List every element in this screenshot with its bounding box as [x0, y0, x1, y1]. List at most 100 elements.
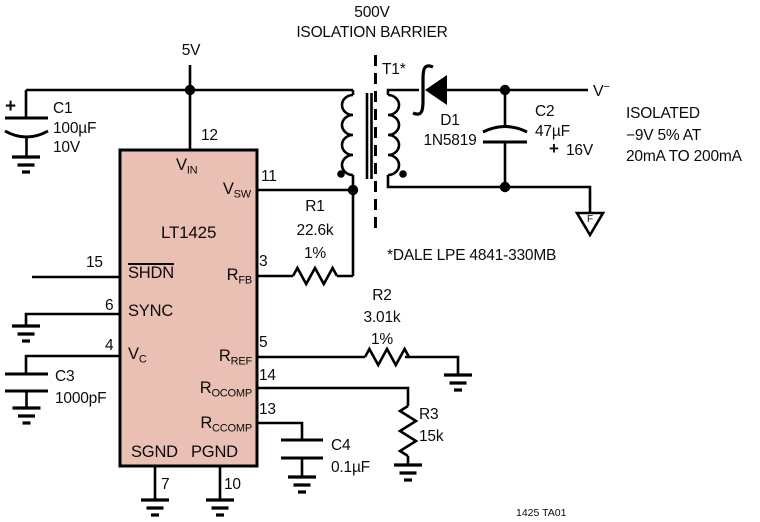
r1-value: 22.6k: [296, 221, 334, 239]
primary-phase-dot: [337, 170, 345, 178]
r2-name: R2: [372, 287, 392, 304]
ic-part-number: LT1425: [161, 223, 217, 242]
r3-value: 15k: [419, 428, 444, 445]
output-line-3: 20mA TO 200mA: [626, 148, 742, 165]
c1-rating: 10V: [53, 139, 80, 156]
transformer-note: *DALE LPE 4841-330MB: [387, 247, 557, 264]
c1-plate-curved: [4, 129, 49, 139]
r1-name: R1: [305, 198, 325, 215]
transformer-t1: [337, 93, 407, 179]
ic-pin-label-shdn: SHDN: [128, 263, 174, 284]
isolation-barrier-title: 500V ISOLATION BARRIER: [272, 3, 472, 43]
c2-plate-curved: [482, 125, 528, 134]
schottky-cathode-icon: [412, 64, 434, 116]
t1-label: T1*: [382, 61, 406, 78]
pin-number-10: 10: [224, 476, 241, 493]
c2-name: C2: [535, 103, 555, 120]
ic-pin-label-rccomp: RCCOMP: [200, 414, 252, 439]
pin-number-5: 5: [259, 334, 268, 351]
pin-number-3: 3: [259, 253, 268, 270]
rccomp-base: R: [200, 414, 213, 432]
pin-number-11: 11: [261, 168, 277, 185]
pin-number-14: 14: [259, 367, 276, 384]
transformer-core: [365, 93, 373, 179]
ground-symbol-c4: [286, 475, 318, 494]
capacitor-c2: [482, 125, 528, 144]
pin-number-15: 15: [86, 254, 103, 271]
r2-tolerance: 1%: [370, 331, 393, 348]
rccomp-sub: CCOMP: [212, 422, 252, 435]
c4-labels: C4 0.1µF: [331, 435, 370, 478]
d1-value: 1N5819: [423, 131, 477, 149]
barrier-text: ISOLATION BARRIER: [296, 24, 448, 41]
ground-symbol-c1: [10, 155, 42, 174]
c4-value: 0.1µF: [331, 458, 370, 476]
c1-labels: C1 100µF 10V: [53, 99, 96, 158]
c2-polarity-plus: +: [549, 139, 559, 158]
c2-labels: C2 47µF: [535, 102, 570, 141]
c4-name: C4: [331, 437, 351, 454]
junction-dot: [499, 84, 511, 96]
ground-symbol-r2: [442, 373, 474, 392]
secondary-phase-dot: [399, 170, 407, 178]
c1-polarity-plus: +: [5, 96, 17, 117]
primary-winding: [340, 93, 354, 177]
r1-labels: R1 22.6k 1%: [285, 195, 345, 266]
floating-ground-icon: [574, 211, 606, 238]
vsw-sub: SW: [233, 188, 252, 201]
ground-symbol-c3: [10, 406, 43, 425]
capacitor-c3: [5, 372, 48, 393]
resistor-r3: [397, 404, 419, 458]
pin-number-7: 7: [161, 476, 170, 493]
ground-symbol-sgnd: [139, 498, 171, 517]
ic-pin-label-vc: VC: [128, 345, 147, 370]
r3-labels: R3 15k: [419, 404, 444, 448]
rocomp-sub: OCOMP: [211, 387, 252, 400]
r2-value: 3.01k: [363, 309, 401, 326]
junction-dot: [347, 184, 359, 196]
secondary-winding: [387, 93, 401, 177]
vin-sub: IN: [186, 164, 198, 177]
vc-sub: C: [138, 353, 147, 366]
rfb-sub: FB: [238, 274, 252, 287]
c3-labels: C3 1000pF: [55, 366, 107, 409]
ic-pin-label-pgnd: PGND: [191, 443, 238, 461]
vin-base: V: [176, 156, 187, 174]
ic-pin-label-sync: SYNC: [128, 302, 174, 320]
c3-plates: [5, 372, 48, 393]
ground-symbol-pgnd: [204, 498, 236, 517]
junction-dot: [184, 84, 196, 96]
diode-d1: [412, 64, 447, 116]
ground-symbol-r3: [392, 463, 424, 482]
ic-pin-label-rfb: RFB: [227, 266, 253, 291]
v-minus-label: V−: [593, 78, 610, 102]
rref-sub: REF: [230, 355, 253, 368]
rref-base: R: [218, 347, 231, 365]
figure-id: 1425 TA01: [516, 507, 567, 519]
d1-name: D1: [440, 112, 460, 129]
junction-dot: [499, 181, 511, 193]
r2-labels: R2 3.01k 1%: [351, 285, 413, 351]
capacitor-c4: [281, 438, 323, 460]
pin-number-13: 13: [259, 401, 276, 418]
pin-number-6: 6: [105, 297, 114, 314]
capacitor-c1: [4, 116, 49, 139]
ic-pin-label-sgnd: SGND: [131, 443, 178, 461]
pin-number-12: 12: [201, 127, 218, 144]
resistor-r2: [363, 346, 411, 368]
output-line-2: −9V 5% AT: [626, 126, 702, 144]
c3-value: 1000pF: [55, 389, 107, 407]
diode-triangle: [425, 75, 447, 105]
c1-value: 100µF: [53, 119, 97, 137]
vc-base: V: [128, 345, 139, 363]
c2-value: 47µF: [535, 122, 570, 140]
c3-name: C3: [55, 368, 75, 385]
floating-ground-letter: F: [587, 214, 593, 225]
vsw-base: V: [222, 180, 234, 198]
ic-body: [118, 148, 259, 468]
ic-pin-label-vsw: VSW: [223, 180, 251, 205]
ic-pin-label-rocomp: ROCOMP: [200, 379, 252, 404]
output-description: ISOLATED −9V 5% AT 20mA TO 200mA: [626, 103, 742, 168]
resistor-r1: [291, 265, 339, 287]
c2-rating: 16V: [566, 142, 593, 159]
